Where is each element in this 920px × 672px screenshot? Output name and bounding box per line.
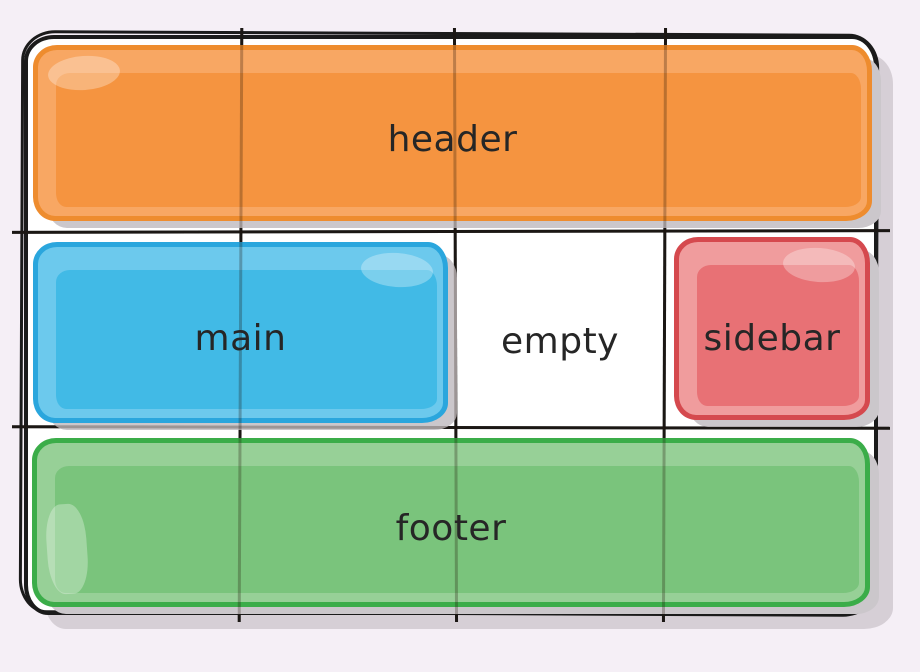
grid-area-sidebar [674, 237, 870, 420]
grid-area-main [33, 242, 448, 423]
grid-area-footer [32, 438, 870, 607]
grid-area-header [33, 45, 872, 221]
